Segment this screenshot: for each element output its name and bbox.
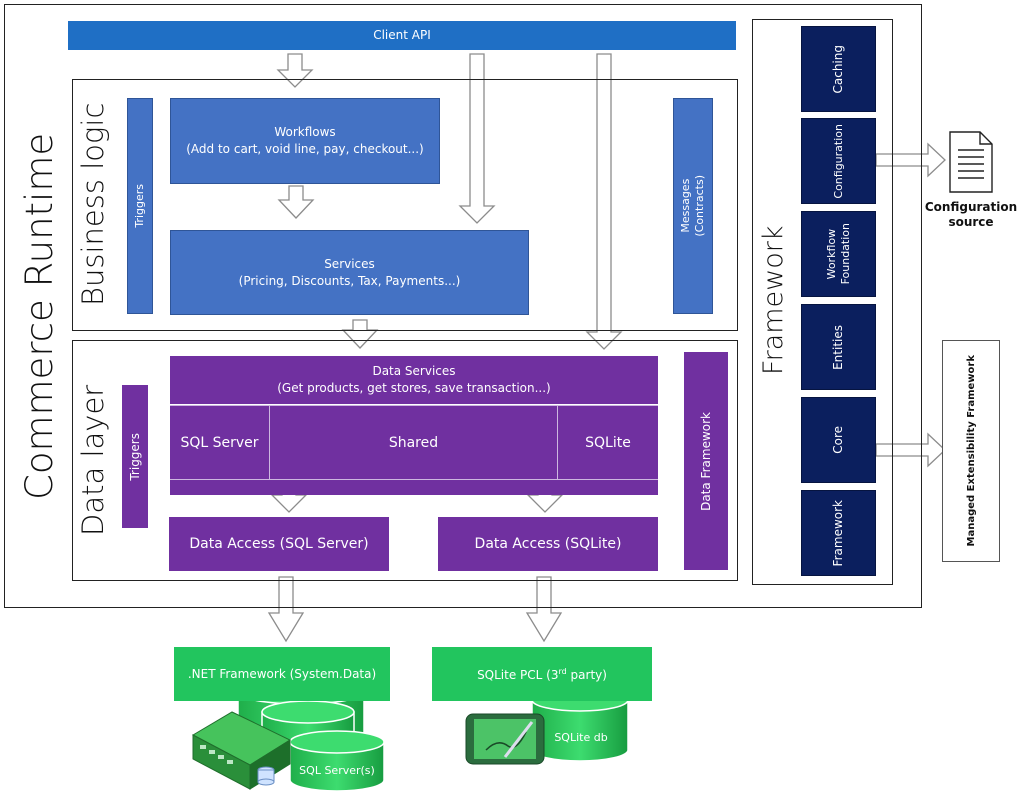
arrow-to-mef xyxy=(875,432,946,468)
client-api-label: Client API xyxy=(373,28,431,42)
framework-item-core: Core xyxy=(801,397,876,483)
arrow-workflows-to-services xyxy=(277,185,315,219)
arrow-to-sqlite-pcl xyxy=(525,576,563,643)
messages-label: Messages(Contracts) xyxy=(679,175,706,237)
data-layer-title: Data layer xyxy=(76,384,110,536)
arrow-to-config-source xyxy=(875,142,946,178)
data-segments-row: SQL Server Shared SQLite xyxy=(170,405,658,480)
business-triggers: Triggers xyxy=(127,98,153,314)
segment-shared: Shared xyxy=(270,406,558,480)
netfx-bar: .NET Framework (System.Data) xyxy=(174,647,390,701)
data-segments-bottom xyxy=(170,479,658,495)
data-services-subtitle: (Get products, get stores, save transact… xyxy=(277,381,551,395)
data-layer-frame xyxy=(72,340,738,581)
services-subtitle: (Pricing, Discounts, Tax, Payments...) xyxy=(238,273,461,288)
business-logic-frame xyxy=(72,79,738,331)
workflows-title: Workflows xyxy=(274,125,336,139)
client-api-bar: Client API xyxy=(68,21,736,50)
framework-title: Framework xyxy=(758,225,789,375)
framework-frame xyxy=(752,19,893,585)
data-triggers: Triggers xyxy=(122,385,148,528)
data-access-sql-box: Data Access (SQL Server) xyxy=(169,517,389,571)
workflows-box: Workflows (Add to cart, void line, pay, … xyxy=(170,98,440,184)
framework-item-entities: Entities xyxy=(801,304,876,390)
data-access-sqlite-box: Data Access (SQLite) xyxy=(438,517,658,571)
messages-box: Messages(Contracts) xyxy=(673,98,713,314)
framework-item-caching: Caching xyxy=(801,26,876,112)
services-box: Services (Pricing, Discounts, Tax, Payme… xyxy=(170,230,529,315)
data-services-box: Data Services (Get products, get stores,… xyxy=(170,356,658,404)
arrow-api-to-workflows xyxy=(276,53,314,88)
mef-box: Managed Extensibility Framework xyxy=(942,340,1000,562)
tablet-icon xyxy=(465,713,545,765)
framework-item-framework: Framework xyxy=(801,490,876,576)
business-logic-title: Business logic xyxy=(76,102,110,306)
server-icon xyxy=(191,711,292,790)
workflows-subtitle: (Add to cart, void line, pay, checkout..… xyxy=(186,142,424,156)
config-source-label: Configuration source xyxy=(924,200,1018,229)
sqlite-db-label: SQLite db xyxy=(554,731,608,744)
commerce-runtime-frame xyxy=(4,4,922,608)
data-framework-box: Data Framework xyxy=(684,352,728,570)
sqlite-pcl-bar: SQLite PCL (3rd party) xyxy=(432,647,652,701)
framework-item-configuration: Configuration xyxy=(801,118,876,204)
sql-servers-label: SQL Server(s) xyxy=(299,764,375,777)
data-services-title: Data Services xyxy=(372,364,456,378)
commerce-runtime-title: Commerce Runtime xyxy=(18,132,61,500)
document-icon xyxy=(949,131,993,193)
services-title: Services xyxy=(324,256,375,271)
arrow-to-netfx xyxy=(267,576,305,643)
segment-sqlite: SQLite xyxy=(558,406,658,480)
segment-sql-server: SQL Server xyxy=(170,406,270,480)
